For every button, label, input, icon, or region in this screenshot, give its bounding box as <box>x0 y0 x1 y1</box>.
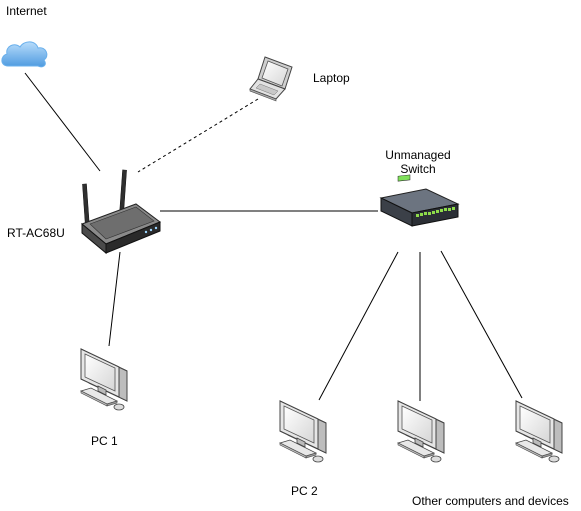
router-icon <box>81 169 162 255</box>
link-laptop-router-wireless <box>137 98 259 173</box>
link-switch-pc2 <box>318 251 399 401</box>
switch-label-line1: Unmanaged <box>385 148 451 162</box>
switch-label-line2: Switch <box>400 162 436 176</box>
switch-label: Unmanaged Switch <box>372 148 464 176</box>
laptop-label: Laptop <box>313 71 350 85</box>
pc1-icon <box>80 348 128 411</box>
laptop-icon <box>249 56 293 102</box>
cloud-icon <box>1 41 48 68</box>
pc3-icon <box>397 400 445 463</box>
pc1-label: PC 1 <box>91 434 118 448</box>
network-switch-icon <box>379 174 460 227</box>
link-switch-pc4 <box>440 250 523 399</box>
router-label: RT-AC68U <box>7 226 65 240</box>
pc2-label: PC 2 <box>291 484 318 498</box>
other-devices-label: Other computers and devices <box>412 494 569 508</box>
link-router-pc1 <box>108 251 121 347</box>
link-internet-router <box>24 72 101 172</box>
internet-label: Internet <box>6 4 47 18</box>
pc2-icon <box>279 400 327 463</box>
pc4-icon <box>515 400 563 463</box>
